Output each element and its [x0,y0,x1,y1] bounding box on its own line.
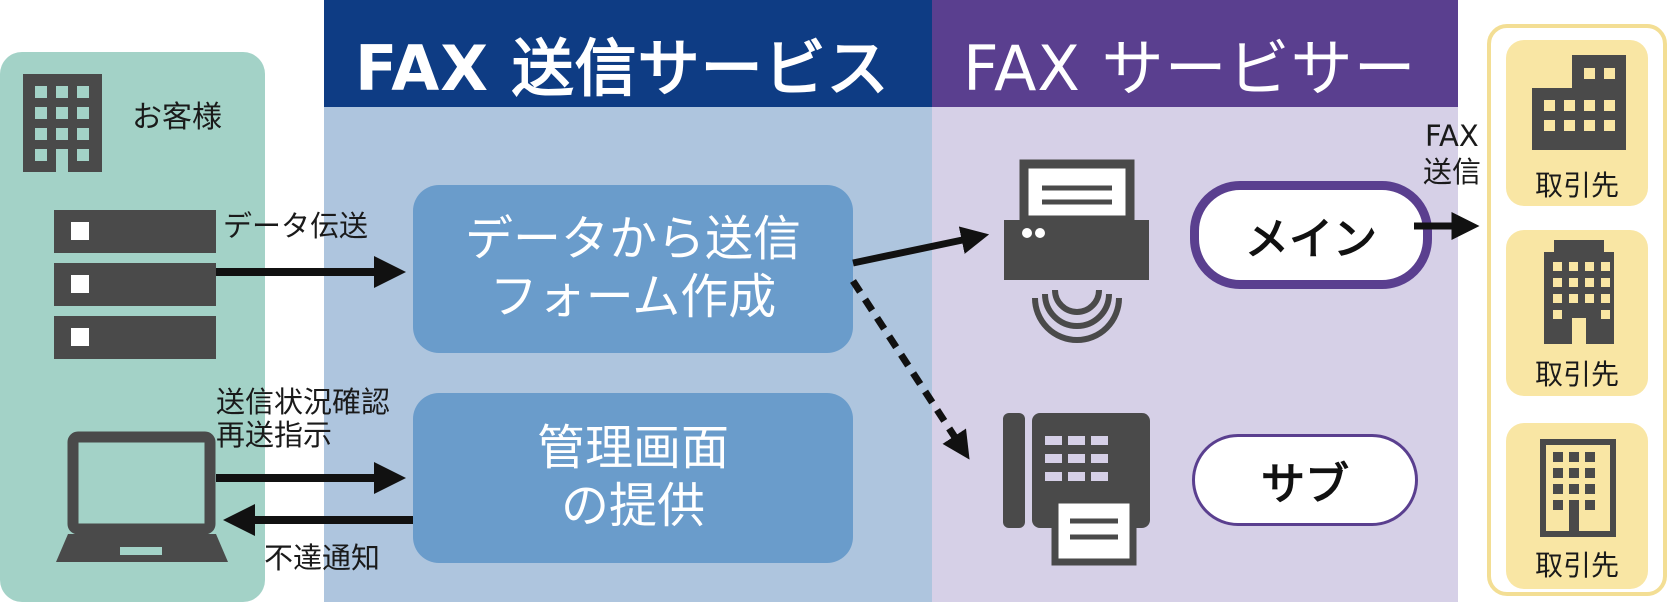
admin-screen-line1: 管理画面 [536,420,729,477]
resend-label: 再送指示 [216,418,333,452]
office-building-icon [23,74,102,172]
service-header [324,0,932,107]
partner-label: 取引先 [1534,358,1619,391]
fax-server-title: FAX サービサー [963,32,1417,105]
failure-notice-label: 不達通知 [264,541,381,575]
form-creation-line2: フォーム作成 [489,269,777,325]
admin-screen-line2: の提供 [560,478,705,534]
admin-screen-box: 管理画面 の提供 [413,393,853,563]
laptop-icon [56,431,228,562]
server-rack-icon [54,210,216,359]
sub-pill-label: サブ [1261,459,1349,510]
fax-send-label-line2: 送信 [1423,155,1482,189]
data-transfer-label: データ伝送 [223,209,369,243]
form-creation-line1: データから送信 [464,211,801,268]
fax-send-label-line1: FAX [1425,119,1479,153]
to-main-fax-arrow [852,226,990,267]
customer-label: お客様 [132,100,222,135]
fax-printer-icon [1004,159,1149,343]
fax-machine-icon [1003,413,1150,566]
form-creation-box: データから送信 フォーム作成 [413,185,853,353]
main-pill-label: メイン [1245,214,1377,265]
partner-label: 取引先 [1534,169,1619,202]
office-building-icon [1532,55,1626,150]
sub-pill: サブ [1192,434,1418,526]
main-pill: メイン [1190,181,1432,289]
apartment-building-icon [1540,439,1616,537]
status-check-label: 送信状況確認 [216,385,391,419]
service-title: FAX 送信サービス [355,32,890,105]
to-sub-fax-arrow [850,279,970,460]
fax-server-header [932,0,1458,107]
office-tower-icon [1544,240,1614,344]
partner-label: 取引先 [1534,549,1619,582]
